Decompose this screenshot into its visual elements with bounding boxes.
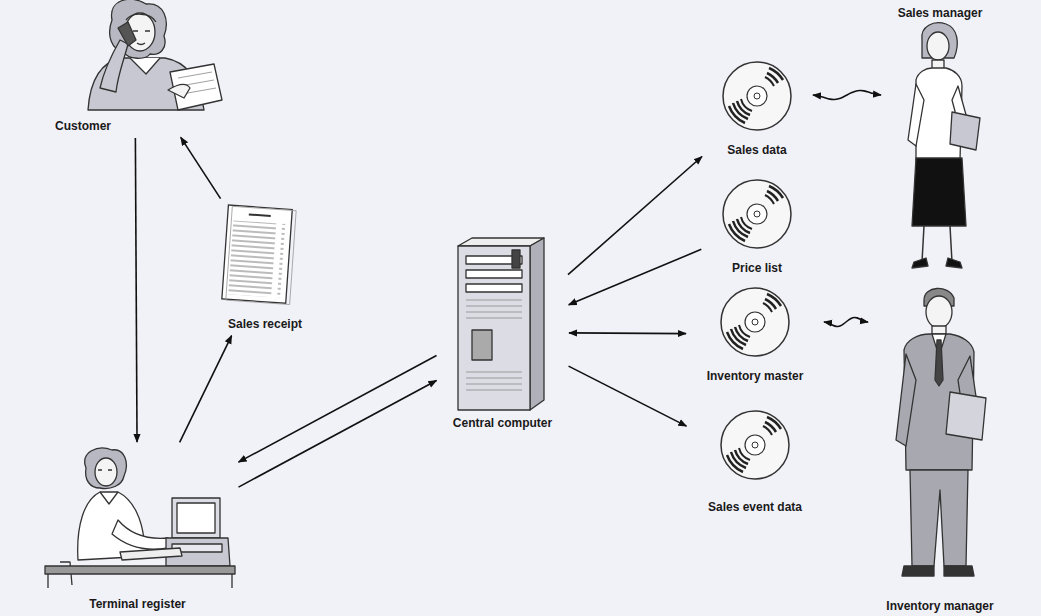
- inventory-manager-figure: [896, 288, 986, 576]
- diagram-node: Inventory manager: [872, 281, 1008, 614]
- terminal-figure: [45, 448, 235, 588]
- computer-tower: [458, 238, 544, 410]
- wavy-link: [813, 91, 881, 100]
- flow-arrow: [569, 249, 702, 304]
- flow-arrow: [239, 356, 437, 463]
- flow-arrow: [180, 336, 232, 443]
- node-label: Inventory master: [707, 369, 804, 384]
- flow-arrow: [239, 381, 437, 488]
- node-label: Sales data: [727, 143, 786, 158]
- node-label: Customer: [55, 119, 111, 134]
- flow-arrow: [569, 366, 687, 426]
- diagram-node: Sales event data: [690, 407, 820, 515]
- diagram-node: Central computer: [440, 234, 565, 431]
- receipt-document: [222, 205, 296, 305]
- sales-manager-figure: [908, 23, 980, 268]
- wavy-link: [824, 318, 868, 327]
- disk-icons: [721, 62, 791, 479]
- diagram-node: Inventory master: [690, 284, 820, 384]
- diagram-node: Price list: [705, 176, 809, 276]
- node-label: Sales receipt: [228, 317, 302, 332]
- node-label: Price list: [732, 261, 782, 276]
- node-label: Inventory manager: [886, 599, 993, 614]
- flow-arrow: [135, 138, 137, 442]
- diagram-node: Sales data: [705, 58, 809, 158]
- flow-arrow: [181, 137, 221, 198]
- node-label: Central computer: [453, 416, 552, 431]
- flow-arrow: [569, 332, 686, 334]
- node-label: Terminal register: [89, 597, 185, 612]
- node-label: Sales event data: [708, 500, 802, 515]
- diagram-node: Sales receipt: [213, 202, 317, 332]
- node-label: Sales manager: [898, 6, 983, 21]
- diagram-node: Terminal register: [40, 446, 235, 612]
- diagram-node: Customer: [55, 0, 215, 134]
- diagram-node: Sales manager: [885, 6, 995, 274]
- customer-figure: [88, 0, 222, 110]
